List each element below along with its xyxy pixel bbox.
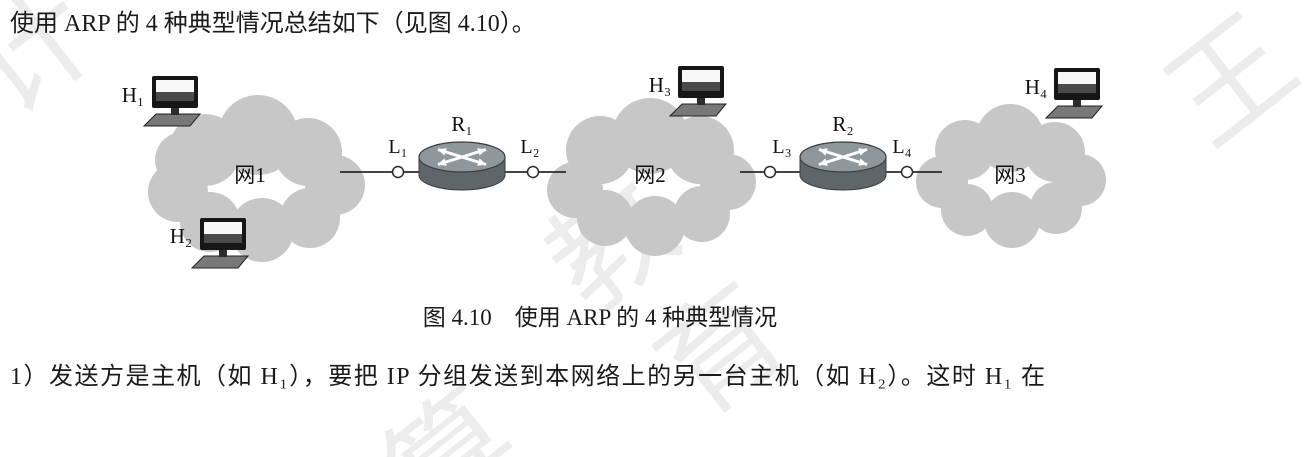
figure-caption: 图 4.10 使用 ARP 的 4 种典型情况 [422,305,778,330]
host-h3-icon [669,65,727,117]
host-h4-label: H₄ [1025,75,1048,99]
network-cloud-2 [547,98,756,256]
router-r1-icon [419,142,505,190]
paragraph-body: 1）发送方是主机（如 H₁），要把 IP 分组发送到本网络上的另一台主机（如 H… [10,364,1047,390]
junction-l4 [900,165,914,179]
interface-junctions [391,165,914,179]
junction-l2 [526,165,540,179]
network-cloud-3 [916,104,1106,248]
host-h3-label: H₃ [649,73,672,97]
link-l4-label: L₄ [892,136,911,158]
host-h1-label: H₁ [122,83,145,107]
network-3-label: 网3 [994,163,1026,187]
paragraph-top: 使用 ARP 的 4 种典型情况总结如下（见图 4.10）。 [10,11,536,37]
network-2-label: 网2 [634,163,666,187]
host-h2-label: H₂ [170,224,193,248]
router-r2-label: R₂ [832,112,853,136]
link-l3-label: L₃ [772,136,791,158]
router-r1-label: R₁ [451,112,472,136]
router-r2-icon [800,142,886,190]
host-h1-icon [143,75,201,127]
junction-l1 [391,165,405,179]
host-h2-icon [191,217,249,269]
junction-l3 [763,165,777,179]
link-l1-label: L₁ [388,136,407,158]
host-h4-icon [1045,67,1103,119]
link-l2-label: L₂ [520,136,539,158]
network-1-label: 网1 [234,163,266,187]
